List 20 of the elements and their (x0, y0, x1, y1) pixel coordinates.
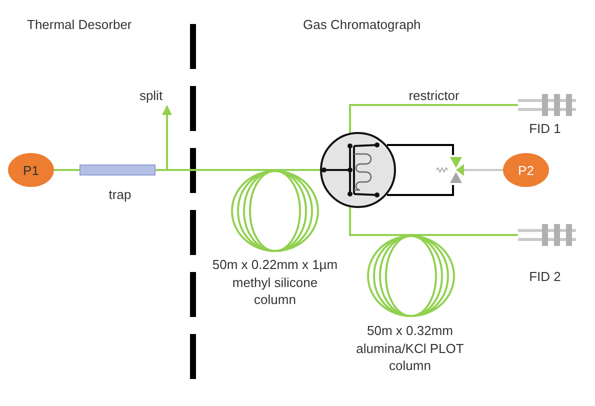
connector-line (387, 185, 454, 196)
connector-line (464, 169, 503, 171)
connector-line (411, 234, 518, 236)
connector-line (155, 169, 275, 171)
pump-label: P1 (23, 162, 39, 178)
node-label: split (139, 88, 163, 102)
edge-label: restrictor (406, 88, 462, 103)
part-caption: trap (108, 186, 132, 204)
part-caption: FID 1 (528, 120, 562, 138)
connector-line (275, 169, 320, 171)
part-caption: 50m x 0.22mm x 1µm methyl silicone column (211, 256, 339, 309)
section-heading: Gas Chromatograph (303, 17, 421, 32)
part-caption: FID 2 (528, 268, 562, 286)
connector-line (54, 169, 80, 171)
part-caption: 50m x 0.32mm alumina/KCl PLOT column (355, 322, 465, 375)
section-heading: Thermal Desorber (27, 17, 132, 32)
connector-line (387, 144, 454, 155)
connector-line (349, 104, 518, 133)
connector-line (349, 207, 411, 236)
pump-label: P2 (518, 162, 534, 178)
